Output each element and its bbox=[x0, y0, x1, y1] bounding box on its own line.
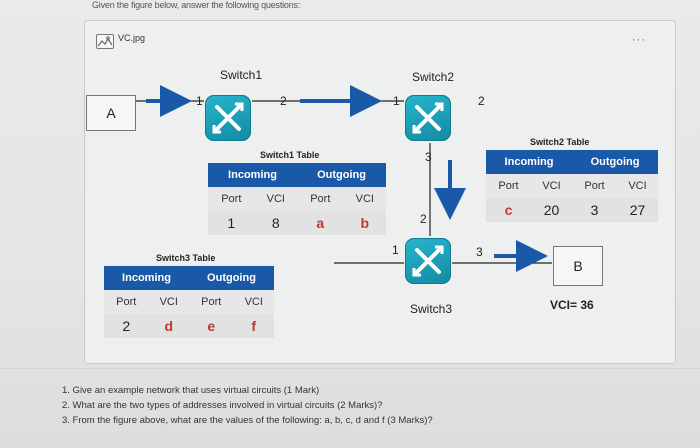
switch2-table-title: Switch2 Table bbox=[530, 137, 590, 147]
col-vci: VCI bbox=[233, 290, 274, 314]
switch2-port-3: 3 bbox=[425, 150, 432, 164]
question-1: 1. Give an example network that uses vir… bbox=[62, 385, 320, 396]
switch3-port-3: 3 bbox=[476, 245, 483, 259]
outgoing-header: Outgoing bbox=[572, 150, 658, 174]
table-cell: 27 bbox=[617, 198, 658, 222]
node-a: A bbox=[86, 95, 136, 131]
table-cell: 2 bbox=[104, 314, 149, 338]
switch3-icon bbox=[405, 238, 451, 284]
col-port: Port bbox=[572, 174, 618, 198]
switch3-port-2: 2 bbox=[420, 212, 427, 226]
switch1-label: Switch1 bbox=[220, 68, 263, 82]
col-port: Port bbox=[297, 187, 344, 211]
unknown-cell: e bbox=[188, 314, 234, 338]
switch1-table-title: Switch1 Table bbox=[260, 150, 320, 160]
unknown-cell: a bbox=[297, 211, 344, 235]
outgoing-header: Outgoing bbox=[297, 163, 386, 187]
unknown-cell: f bbox=[233, 314, 274, 338]
table-cell: 1 bbox=[208, 211, 255, 235]
more-options-icon[interactable]: ··· bbox=[632, 34, 646, 46]
switch2-icon bbox=[405, 95, 451, 141]
switch1-icon bbox=[205, 95, 251, 141]
node-b: B bbox=[553, 246, 603, 286]
unknown-cell: d bbox=[148, 314, 189, 338]
col-vci: VCI bbox=[148, 290, 189, 314]
incoming-header: Incoming bbox=[208, 163, 297, 187]
col-port: Port bbox=[188, 290, 234, 314]
switch3-port-1: 1 bbox=[392, 243, 399, 257]
outgoing-header: Outgoing bbox=[188, 266, 274, 290]
unknown-cell: c bbox=[486, 198, 532, 222]
col-port: Port bbox=[208, 187, 255, 211]
unknown-cell: b bbox=[343, 211, 386, 235]
col-port: Port bbox=[486, 174, 532, 198]
incoming-header: Incoming bbox=[486, 150, 572, 174]
switch2-label: Switch2 bbox=[412, 70, 455, 84]
switch2-port-2: 2 bbox=[478, 94, 485, 108]
table-cell: 8 bbox=[254, 211, 297, 235]
question-2: 2. What are the two types of addresses i… bbox=[62, 400, 383, 411]
table-cell: 3 bbox=[572, 198, 618, 222]
vci-b-label: VCI= 36 bbox=[550, 298, 594, 312]
switch1-port-1: 1 bbox=[196, 94, 203, 108]
col-vci: VCI bbox=[343, 187, 386, 211]
col-vci: VCI bbox=[617, 174, 658, 198]
incoming-header: Incoming bbox=[104, 266, 189, 290]
switch3-label: Switch3 bbox=[410, 302, 453, 316]
image-icon[interactable] bbox=[96, 34, 114, 49]
switch3-table-title: Switch3 Table bbox=[156, 253, 216, 263]
table-cell: 20 bbox=[531, 198, 572, 222]
divider bbox=[0, 368, 700, 369]
switch2-port-1: 1 bbox=[393, 94, 400, 108]
col-vci: VCI bbox=[531, 174, 572, 198]
col-vci: VCI bbox=[254, 187, 297, 211]
col-port: Port bbox=[104, 290, 149, 314]
switch1-port-2: 2 bbox=[280, 94, 287, 108]
question-3: 3. From the figure above, what are the v… bbox=[62, 415, 433, 426]
attachment-filename[interactable]: VC.jpg bbox=[118, 33, 146, 43]
instruction-text: Given the figure below, answer the follo… bbox=[92, 0, 301, 10]
